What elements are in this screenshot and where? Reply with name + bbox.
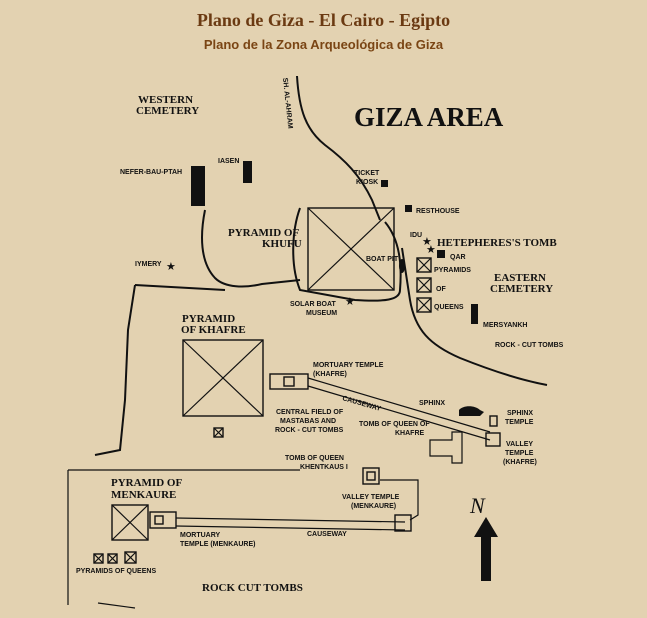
label-idu: IDU bbox=[410, 232, 422, 239]
mortuary-temple-khafre[interactable] bbox=[269, 373, 309, 390]
tomb-khentkaus[interactable] bbox=[362, 467, 380, 485]
label-menkaure-2: MENKAURE bbox=[111, 489, 176, 501]
pyramid-khufu[interactable] bbox=[307, 207, 395, 291]
queens-pyramids-menkaure[interactable] bbox=[93, 551, 137, 564]
small-tomb-khafre[interactable] bbox=[213, 427, 224, 438]
giza-area-title: GIZA AREA bbox=[354, 102, 504, 132]
tomb-nefer-bau-ptah bbox=[191, 166, 205, 206]
resthouse-marker bbox=[405, 205, 412, 212]
page-subtitle: Plano de la Zona Arqueológica de Giza bbox=[203, 37, 444, 52]
tomb-queen-khafre-outline bbox=[429, 431, 463, 464]
label-valley-menkaure-1: VALLEY TEMPLE bbox=[342, 494, 400, 501]
label-sphinx-temple-1: SPHINX bbox=[507, 410, 533, 417]
label-sphinx-temple-2: TEMPLE bbox=[505, 419, 534, 426]
svg-text:★: ★ bbox=[422, 235, 432, 248]
label-imery: IYMERY bbox=[135, 261, 162, 268]
ticket-kiosk-marker bbox=[381, 180, 388, 187]
label-eastern-cemetery-2: CEMETERY bbox=[490, 283, 553, 295]
label-central-2: MASTABAS AND bbox=[280, 418, 336, 425]
tomb-mersyankh bbox=[471, 304, 478, 324]
tomb-iasen bbox=[243, 161, 252, 183]
road-outer-west bbox=[94, 284, 136, 456]
label-hetepheres: HETEPHERES'S TOMB bbox=[437, 237, 557, 249]
label-boat-pit: BOAT PIT bbox=[366, 256, 399, 263]
causeway-khafre bbox=[307, 377, 491, 441]
road-menkaure-east bbox=[380, 479, 419, 521]
road-east bbox=[401, 247, 548, 386]
qar-marker bbox=[437, 250, 445, 258]
label-khufu-2: KHUFU bbox=[262, 238, 302, 250]
label-solar-2: MUSEUM bbox=[306, 310, 337, 317]
label-mortuary-khafre-1: MORTUARY TEMPLE bbox=[313, 362, 384, 369]
label-valley-khafre-3: (KHAFRE) bbox=[503, 459, 537, 466]
queens-pyramids-khufu[interactable] bbox=[416, 257, 432, 313]
label-iasen: IASEN bbox=[218, 158, 239, 165]
label-queens: QUEENS bbox=[434, 304, 464, 311]
label-central-1: CENTRAL FIELD OF bbox=[276, 409, 344, 416]
label-western-cemetery-2: CEMETERY bbox=[136, 105, 199, 117]
label-khufu-1: PYRAMID OF bbox=[228, 227, 299, 239]
boat-pit bbox=[399, 259, 405, 273]
label-qar: QAR bbox=[450, 254, 466, 261]
label-mortuary-menkaure-1: MORTUARY bbox=[180, 532, 221, 539]
mortuary-temple-menkaure[interactable] bbox=[149, 511, 177, 529]
road-west-connector bbox=[134, 284, 226, 291]
road-al-ahram bbox=[296, 75, 381, 221]
label-menkaure-1: PYRAMID OF bbox=[111, 477, 182, 489]
road-west-loop bbox=[201, 209, 301, 288]
label-resthouse: RESTHOUSE bbox=[416, 208, 460, 215]
label-queen-khafre-1: TOMB OF QUEEN OF bbox=[359, 421, 430, 428]
label-mortuary-khafre-2: (KHAFRE) bbox=[313, 371, 347, 378]
label-khentkaus-2: KHENTKAUS I bbox=[300, 464, 348, 471]
road-khufu-loop bbox=[292, 207, 402, 302]
label-pyramids-of-queens: PYRAMIDS OF QUEENS bbox=[76, 568, 156, 575]
svg-text:★: ★ bbox=[166, 260, 176, 273]
sphinx-shape bbox=[459, 406, 484, 416]
pyramid-menkaure[interactable] bbox=[111, 504, 149, 541]
label-valley-khafre-1: VALLEY bbox=[506, 441, 533, 448]
north-letter: N bbox=[469, 493, 486, 518]
pyramid-khafre[interactable] bbox=[182, 339, 264, 417]
label-mersyankh: MERSYANKH bbox=[483, 322, 527, 329]
label-rock-cut-tombs: ROCK CUT TOMBS bbox=[202, 582, 303, 594]
label-khafre-2: OF KHAFRE bbox=[181, 324, 246, 336]
star-markers: ★ ★ ★ ★ bbox=[166, 235, 436, 308]
label-western-cemetery-1: WESTERN bbox=[138, 94, 193, 106]
label-solar-1: SOLAR BOAT bbox=[290, 301, 336, 308]
label-central-3: ROCK - CUT TOMBS bbox=[275, 427, 344, 434]
north-arrow bbox=[474, 517, 498, 581]
label-eastern-cemetery-1: EASTERN bbox=[494, 272, 546, 284]
label-queen-khafre-2: KHAFRE bbox=[395, 430, 424, 437]
label-valley-menkaure-2: (MENKAURE) bbox=[351, 503, 396, 510]
label-ticket-1: TICKET bbox=[354, 170, 380, 177]
label-pyramids: PYRAMIDS bbox=[434, 267, 471, 274]
label-of: OF bbox=[436, 286, 446, 293]
label-ticket-2: KIOSK bbox=[356, 179, 378, 186]
label-khentkaus-1: TOMB OF QUEEN bbox=[285, 455, 344, 462]
svg-text:★: ★ bbox=[426, 243, 436, 256]
valley-temple-khafre[interactable] bbox=[485, 415, 501, 447]
label-khafre-1: PYRAMID bbox=[182, 313, 235, 325]
page-title: Plano de Giza - El Cairo - Egipto bbox=[196, 10, 451, 30]
label-causeway-menkaure: CAUSEWAY bbox=[307, 531, 347, 538]
label-nefer: NEFER-BAU-PTAH bbox=[120, 169, 182, 176]
road-label-al-ahram: SH. AL-AHRAM bbox=[281, 77, 293, 129]
road-south-outer bbox=[67, 469, 300, 609]
label-rock-small: ROCK - CUT TOMBS bbox=[495, 342, 564, 349]
label-valley-khafre-2: TEMPLE bbox=[505, 450, 534, 457]
label-mortuary-menkaure-2: TEMPLE (MENKAURE) bbox=[180, 541, 255, 548]
valley-temple-menkaure-box bbox=[394, 514, 412, 532]
causeway-menkaure bbox=[175, 517, 406, 531]
svg-text:★: ★ bbox=[345, 295, 355, 308]
label-sphinx: SPHINX bbox=[419, 400, 445, 407]
